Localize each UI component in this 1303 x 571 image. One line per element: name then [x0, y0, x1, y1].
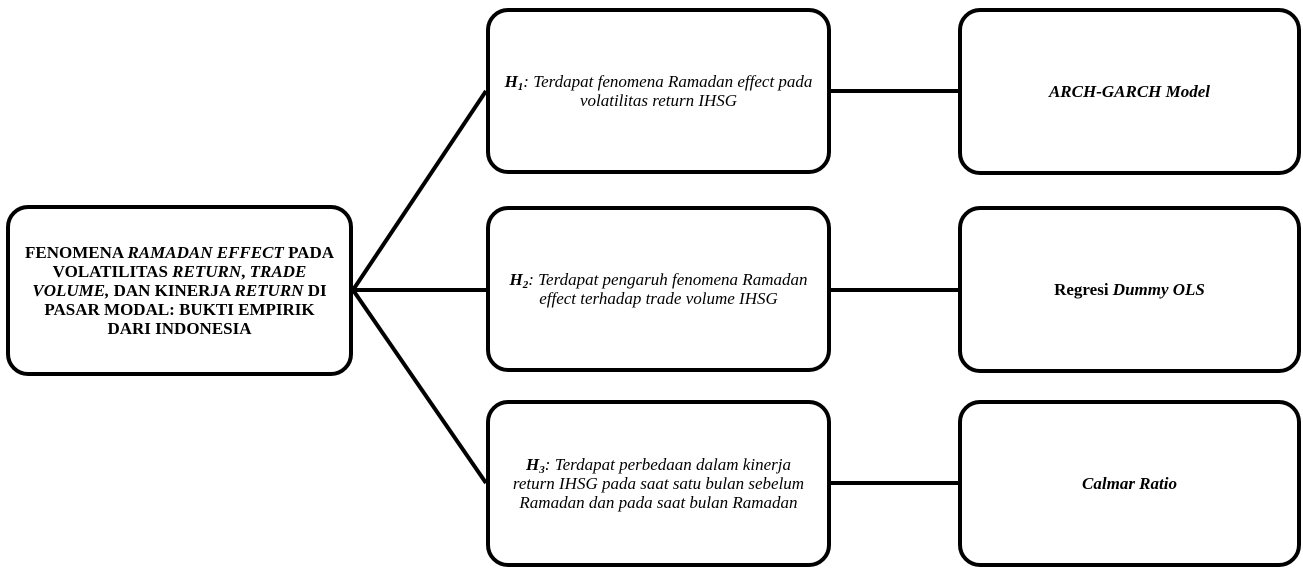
- connector-root-h3: [351, 288, 488, 485]
- hypothesis-statement: : Terdapat perbedaan dalam kinerja retur…: [512, 455, 805, 512]
- hypothesis-letter: H: [509, 270, 523, 289]
- root-text-part: TRADE VOLUME,: [32, 262, 307, 300]
- hypothesis-subscript: 2: [522, 279, 529, 291]
- hypothesis-subscript: 1: [517, 81, 524, 93]
- method-box-1: ARCH-GARCH Model: [958, 8, 1301, 175]
- method-text-2: Regresi Dummy OLS: [1054, 280, 1205, 300]
- connector-root-h1: [351, 89, 488, 292]
- method-text-3: Calmar Ratio: [1082, 474, 1177, 494]
- method-box-2: Regresi Dummy OLS: [958, 206, 1301, 373]
- root-text-part: DI PASAR MODAL: BUKTI EMPIRIK DARI INDON…: [44, 281, 327, 338]
- hypothesis-text-1: H1: Terdapat fenomena Ramadan effect pad…: [504, 72, 813, 110]
- hypothesis-letter: H: [504, 72, 518, 91]
- root-topic-text: FENOMENA RAMADAN EFFECT PADA VOLATILITAS…: [24, 243, 335, 338]
- root-text-part: FENOMENA: [24, 243, 128, 262]
- method-italic-text: ARCH-GARCH Model: [1048, 81, 1211, 101]
- hypothesis-statement: : Terdapat fenomena Ramadan effect pada …: [523, 72, 813, 110]
- hypothesis-box-1: H1: Terdapat fenomena Ramadan effect pad…: [486, 8, 831, 174]
- hypothesis-subscript: 3: [539, 464, 545, 476]
- root-text-part: RETURN: [172, 262, 242, 281]
- root-text-part: DAN KINERJA: [109, 281, 235, 300]
- hypothesis-box-3: H3: Terdapat perbedaan dalam kinerja ret…: [486, 400, 831, 567]
- root-text-part: RETURN: [234, 281, 304, 300]
- hypothesis-text-2: H2: Terdapat pengaruh fenomena Ramadan e…: [504, 270, 813, 308]
- method-text-1: ARCH-GARCH Model: [1049, 82, 1210, 102]
- method-italic-text: Calmar Ratio: [1082, 473, 1177, 493]
- root-text-part: RAMADAN EFFECT: [127, 243, 284, 262]
- root-topic-box: FENOMENA RAMADAN EFFECT PADA VOLATILITAS…: [6, 205, 353, 376]
- method-box-3: Calmar Ratio: [958, 400, 1301, 567]
- root-text-part: ,: [241, 262, 250, 281]
- root-text-part: PADA VOLATILITAS: [52, 243, 335, 281]
- method-plain-text: Regresi: [1054, 279, 1113, 299]
- hypothesis-statement: : Terdapat pengaruh fenomena Ramadan eff…: [528, 270, 808, 308]
- hypothesis-letter: H: [526, 455, 540, 474]
- hypothesis-box-2: H2: Terdapat pengaruh fenomena Ramadan e…: [486, 206, 831, 372]
- method-italic-text: Dummy OLS: [1112, 279, 1205, 299]
- hypothesis-text-3: H3: Terdapat perbedaan dalam kinerja ret…: [504, 455, 813, 512]
